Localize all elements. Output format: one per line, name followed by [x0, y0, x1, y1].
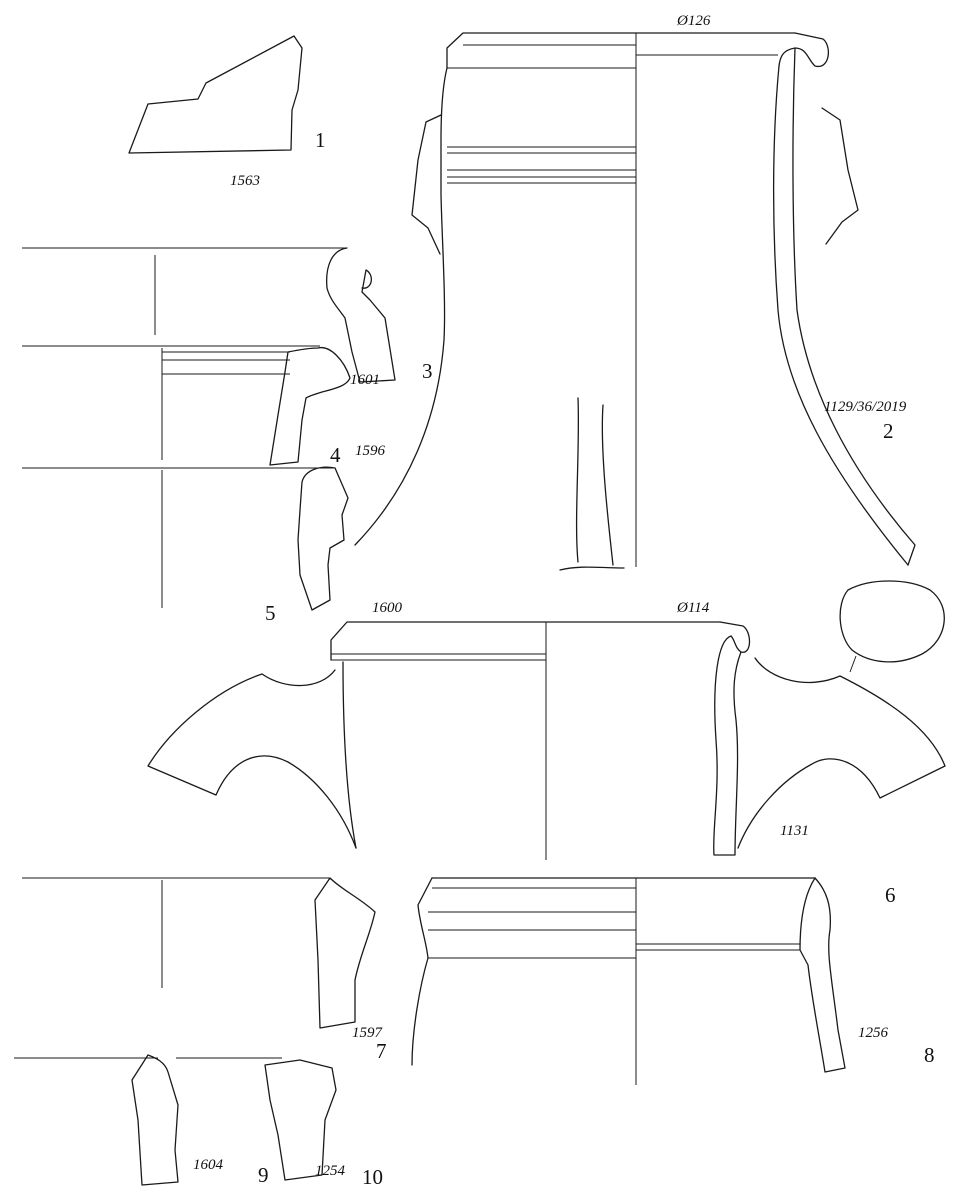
figure-number-3: 3 [422, 359, 433, 383]
figure-number-1: 1 [315, 128, 326, 152]
inventory-label-2: 1129/36/2019 [824, 399, 907, 415]
figure-number-8: 8 [924, 1043, 935, 1067]
figure-number-6: 6 [885, 883, 896, 907]
figure-number-5: 5 [265, 601, 276, 625]
fragment-9-drawing [14, 1054, 282, 1186]
fragment-8-drawing [411, 877, 846, 1085]
inventory-label-7: 1597 [352, 1025, 384, 1041]
fragment-10-drawing [264, 1059, 337, 1181]
inventory-label-10: 1254 [315, 1163, 346, 1179]
fragment-3-drawing [22, 247, 396, 383]
diameter-label-6: Ø114 [676, 600, 710, 616]
inventory-label-8: 1256 [858, 1025, 889, 1041]
diameter-label-2: Ø126 [676, 13, 711, 29]
figure-number-9: 9 [258, 1163, 269, 1187]
fragment-7-drawing [22, 877, 376, 1029]
inventory-label-4: 1596 [355, 443, 386, 459]
figure-number-7: 7 [376, 1039, 387, 1063]
fragment-6-drawing [147, 580, 946, 860]
inventory-label-9: 1604 [193, 1157, 224, 1173]
inventory-label-6b: 1131 [780, 823, 809, 839]
fragment-1-drawing [128, 35, 303, 154]
inventory-label-6a: 1600 [372, 600, 403, 616]
figure-number-2: 2 [883, 419, 894, 443]
figure-number-10: 10 [362, 1165, 383, 1189]
fragment-4-drawing [22, 345, 351, 466]
inventory-label-3: 1601 [350, 372, 380, 388]
inventory-label-1: 1563 [230, 173, 260, 189]
fragment-2-drawing [354, 32, 916, 571]
figure-number-4: 4 [330, 443, 341, 467]
fragment-5-drawing [22, 466, 349, 611]
